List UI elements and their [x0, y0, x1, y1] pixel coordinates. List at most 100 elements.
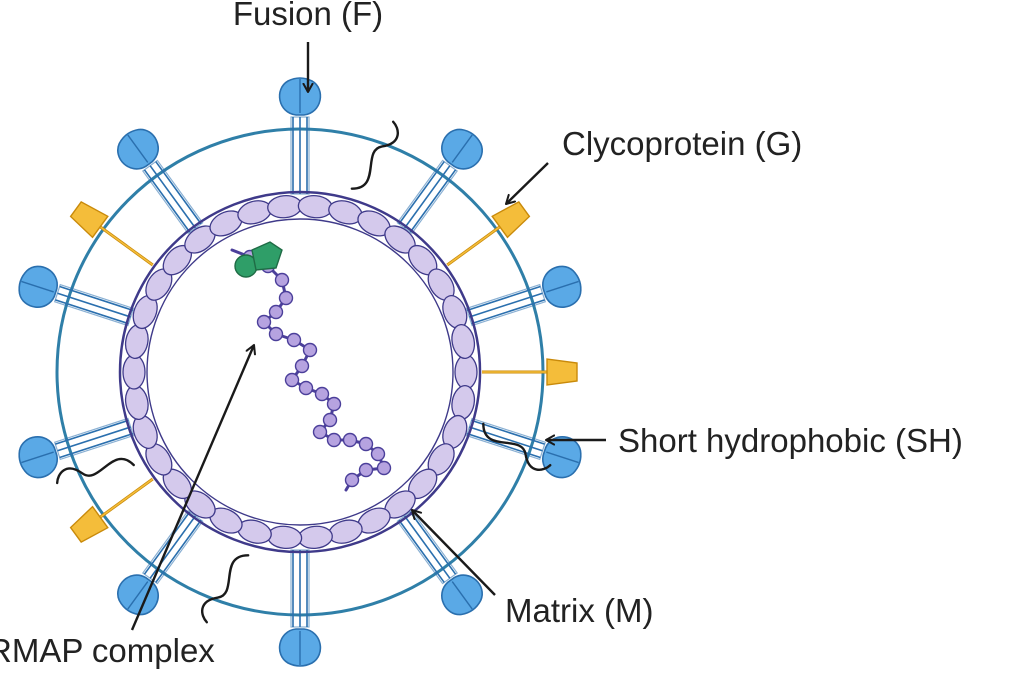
fusion-protein [465, 265, 582, 327]
fusion-label: Fusion (F) [233, 0, 383, 32]
nucleoprotein-bead [344, 472, 360, 488]
matrix-protein [297, 525, 333, 550]
nucleoprotein-bead [358, 462, 374, 478]
matrix-label: Matrix (M) [505, 592, 653, 629]
fusion-protein [117, 128, 204, 235]
fusion-stalk-outline [141, 509, 204, 585]
fusion-stalk [471, 299, 545, 325]
matrix-protein [297, 194, 333, 219]
nucleoprotein-bead [268, 304, 284, 320]
glycoprotein [446, 200, 531, 267]
fusion-head-divider [127, 581, 149, 610]
fusion-stalk [57, 292, 131, 318]
fusion-stalk [149, 165, 197, 229]
fusion-stalk [59, 285, 134, 312]
fusion-stalk-outline [290, 549, 310, 628]
fusion-head-divider [21, 451, 54, 464]
nucleoprotein-bead [370, 446, 386, 462]
label-arrows [130, 42, 606, 631]
glycoprotein-arrow [506, 162, 549, 204]
matrix-arrow [412, 510, 496, 596]
fusion-stalk-outline [396, 159, 459, 235]
fusion-protein [18, 417, 135, 479]
nucleoprotein-bead [326, 432, 342, 448]
sh-protein [201, 554, 250, 624]
fusion-stalk-outline [53, 283, 135, 327]
fusion-stalk [57, 426, 131, 452]
nucleoprotein-bead [312, 424, 328, 440]
fusion-protein [396, 128, 483, 235]
fusion-stalk [155, 519, 202, 583]
matrix-protein [454, 354, 478, 390]
matrix-protein [451, 324, 476, 359]
membrane-outer-edge [118, 190, 482, 554]
nucleoprotein-bead [298, 380, 314, 396]
sh-protein [55, 457, 135, 485]
fusion-stalk [409, 169, 457, 233]
matrix-protein [267, 525, 303, 550]
nucleoprotein-bead [326, 396, 342, 412]
glycoprotein-stalk-core [446, 226, 501, 266]
fusion-protein [465, 417, 582, 479]
fusion-head-divider [546, 451, 579, 464]
nucleoprotein-bead [286, 332, 302, 348]
fusion-protein [278, 549, 322, 667]
fusion-stalk-outline [465, 417, 547, 461]
fusion-stalk [55, 419, 129, 445]
sh-protein [482, 422, 552, 471]
nucleoprotein-bead [268, 326, 284, 342]
sh-protein [350, 120, 399, 190]
sh-protein-line [55, 457, 135, 485]
fusion-stalk [55, 299, 129, 325]
fusion-stalk [466, 285, 541, 312]
fusion-stalk-outline [53, 417, 135, 461]
fusion-proteins [18, 77, 582, 667]
fusion-stalk [403, 515, 451, 579]
rmap-complex [230, 241, 392, 492]
short-hydrophobic-label: Short hydrophobic (SH) [618, 422, 963, 459]
fusion-head-divider [451, 134, 473, 163]
glycoprotein [69, 477, 154, 544]
glycoproteins [69, 200, 578, 544]
fusion-head-divider [21, 280, 54, 293]
sh-protein-line [350, 120, 399, 190]
fusion-stalk-outline [465, 283, 547, 327]
fusion-stalk [398, 519, 445, 583]
fusion-stalk [59, 432, 134, 459]
glycoprotein [482, 358, 578, 386]
nucleoprotein-bead [302, 342, 318, 358]
sh-proteins [55, 120, 552, 624]
nucleoprotein-bead [278, 290, 294, 306]
nucleoprotein-bead [314, 386, 330, 402]
fusion-stalk [466, 432, 541, 459]
fusion-head-divider [451, 581, 473, 610]
fusion-stalk [469, 292, 543, 318]
matrix-protein [124, 385, 149, 420]
nucleoprotein-bead [358, 436, 374, 452]
glycoprotein-head [69, 505, 109, 544]
glycoprotein-stalk-core [99, 226, 154, 266]
fusion-head-divider [546, 280, 579, 293]
fusion-stalk [469, 426, 543, 452]
glycoprotein-label: Clycoprotein (G) [562, 125, 802, 162]
matrix-protein [124, 324, 149, 359]
nucleoprotein-bead [322, 412, 338, 428]
fusion-head-divider [127, 134, 149, 163]
fusion-protein [117, 509, 204, 616]
fusion-stalk-outline [396, 509, 459, 585]
glycoprotein-head [69, 200, 109, 239]
matrix-protein [267, 194, 303, 219]
fusion-stalk [155, 161, 202, 225]
rmap-label: RMAP complex [0, 632, 215, 669]
fusion-protein [278, 77, 322, 195]
fusion-stalk [143, 511, 191, 575]
nucleoprotein-bead [294, 358, 310, 374]
sh-protein-line [482, 422, 552, 471]
sh-protein-line [201, 554, 250, 624]
nucleoprotein-bead [342, 432, 358, 448]
fusion-stalk [409, 511, 457, 575]
fusion-stalk-outline [290, 116, 310, 195]
matrix-protein [451, 385, 476, 420]
